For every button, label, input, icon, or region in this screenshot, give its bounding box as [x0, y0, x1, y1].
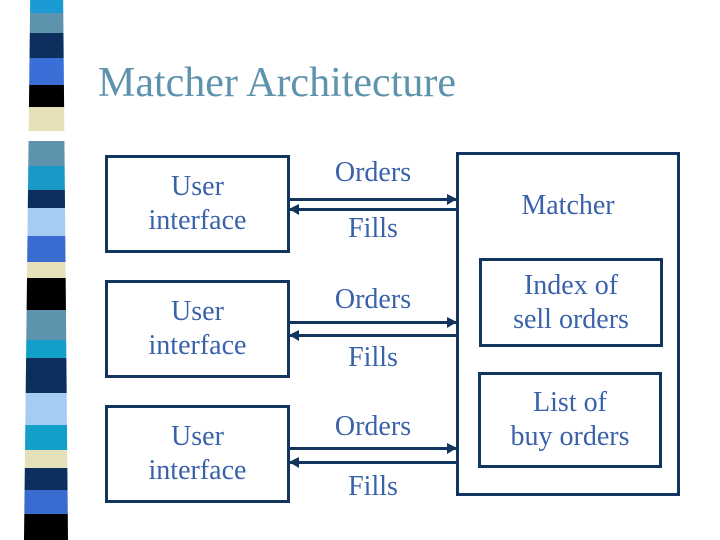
- orders-arrow-3: [290, 443, 457, 454]
- strip-segment: [24, 450, 68, 468]
- strip-segment: [24, 107, 68, 131]
- user-interface-label-3: User interface: [148, 421, 247, 486]
- index-of-sell-orders-label: Index of sell orders: [513, 269, 629, 335]
- orders-label-2: Orders: [334, 284, 412, 315]
- fills-label-2: Fills: [348, 342, 398, 373]
- strip-segment: [24, 13, 68, 33]
- strip-segment: [24, 468, 68, 490]
- user-interface-box-2: User interface: [105, 280, 290, 378]
- user-interface-box-1: User interface: [105, 155, 290, 253]
- strip-segment: [24, 278, 68, 310]
- slide-title: Matcher Architecture: [98, 60, 456, 106]
- user-interface-box-3: User interface: [105, 405, 290, 503]
- arrow-head-right-icon: [447, 317, 457, 328]
- arrow-head-left-icon: [289, 457, 299, 468]
- strip-segment: [24, 58, 68, 85]
- strip-segment: [24, 358, 68, 393]
- strip-segment: [24, 33, 68, 58]
- strip-segment: [24, 490, 68, 514]
- fills-arrow-3: [289, 457, 456, 468]
- matcher-label: Matcher: [521, 190, 615, 221]
- strip-segment: [24, 208, 68, 236]
- orders-label-1: Orders: [334, 157, 412, 188]
- strip-segment: [24, 85, 68, 107]
- orders-label-3: Orders: [334, 411, 412, 442]
- arrow-head-right-icon: [447, 194, 457, 205]
- strip-segment: [24, 262, 68, 278]
- strip-segment: [24, 131, 68, 141]
- fills-label-1: Fills: [348, 213, 398, 244]
- index-of-sell-orders-box: Index of sell orders: [479, 258, 663, 347]
- arrow-head-right-icon: [447, 443, 457, 454]
- arrow-head-left-icon: [289, 330, 299, 341]
- list-of-buy-orders-box: List of buy orders: [478, 372, 662, 468]
- orders-arrow-1: [290, 194, 457, 205]
- decorative-strip: [24, 0, 68, 540]
- strip-segment: [24, 310, 68, 340]
- list-of-buy-orders-label: List of buy orders: [510, 387, 630, 452]
- strip-segment: [24, 190, 68, 208]
- fills-arrow-2: [289, 330, 456, 341]
- strip-segment: [24, 425, 68, 450]
- strip-segment: [24, 0, 68, 13]
- user-interface-label-1: User interface: [148, 171, 247, 236]
- fills-label-3: Fills: [348, 471, 398, 502]
- strip-segment: [24, 166, 68, 190]
- strip-segment: [24, 514, 68, 540]
- strip-segment: [24, 141, 68, 166]
- fills-arrow-1: [289, 204, 456, 215]
- orders-arrow-2: [290, 317, 457, 328]
- arrow-head-left-icon: [289, 204, 299, 215]
- strip-segment: [24, 393, 68, 425]
- strip-segment: [24, 340, 68, 358]
- user-interface-label-2: User interface: [148, 296, 247, 361]
- strip-segment: [24, 236, 68, 262]
